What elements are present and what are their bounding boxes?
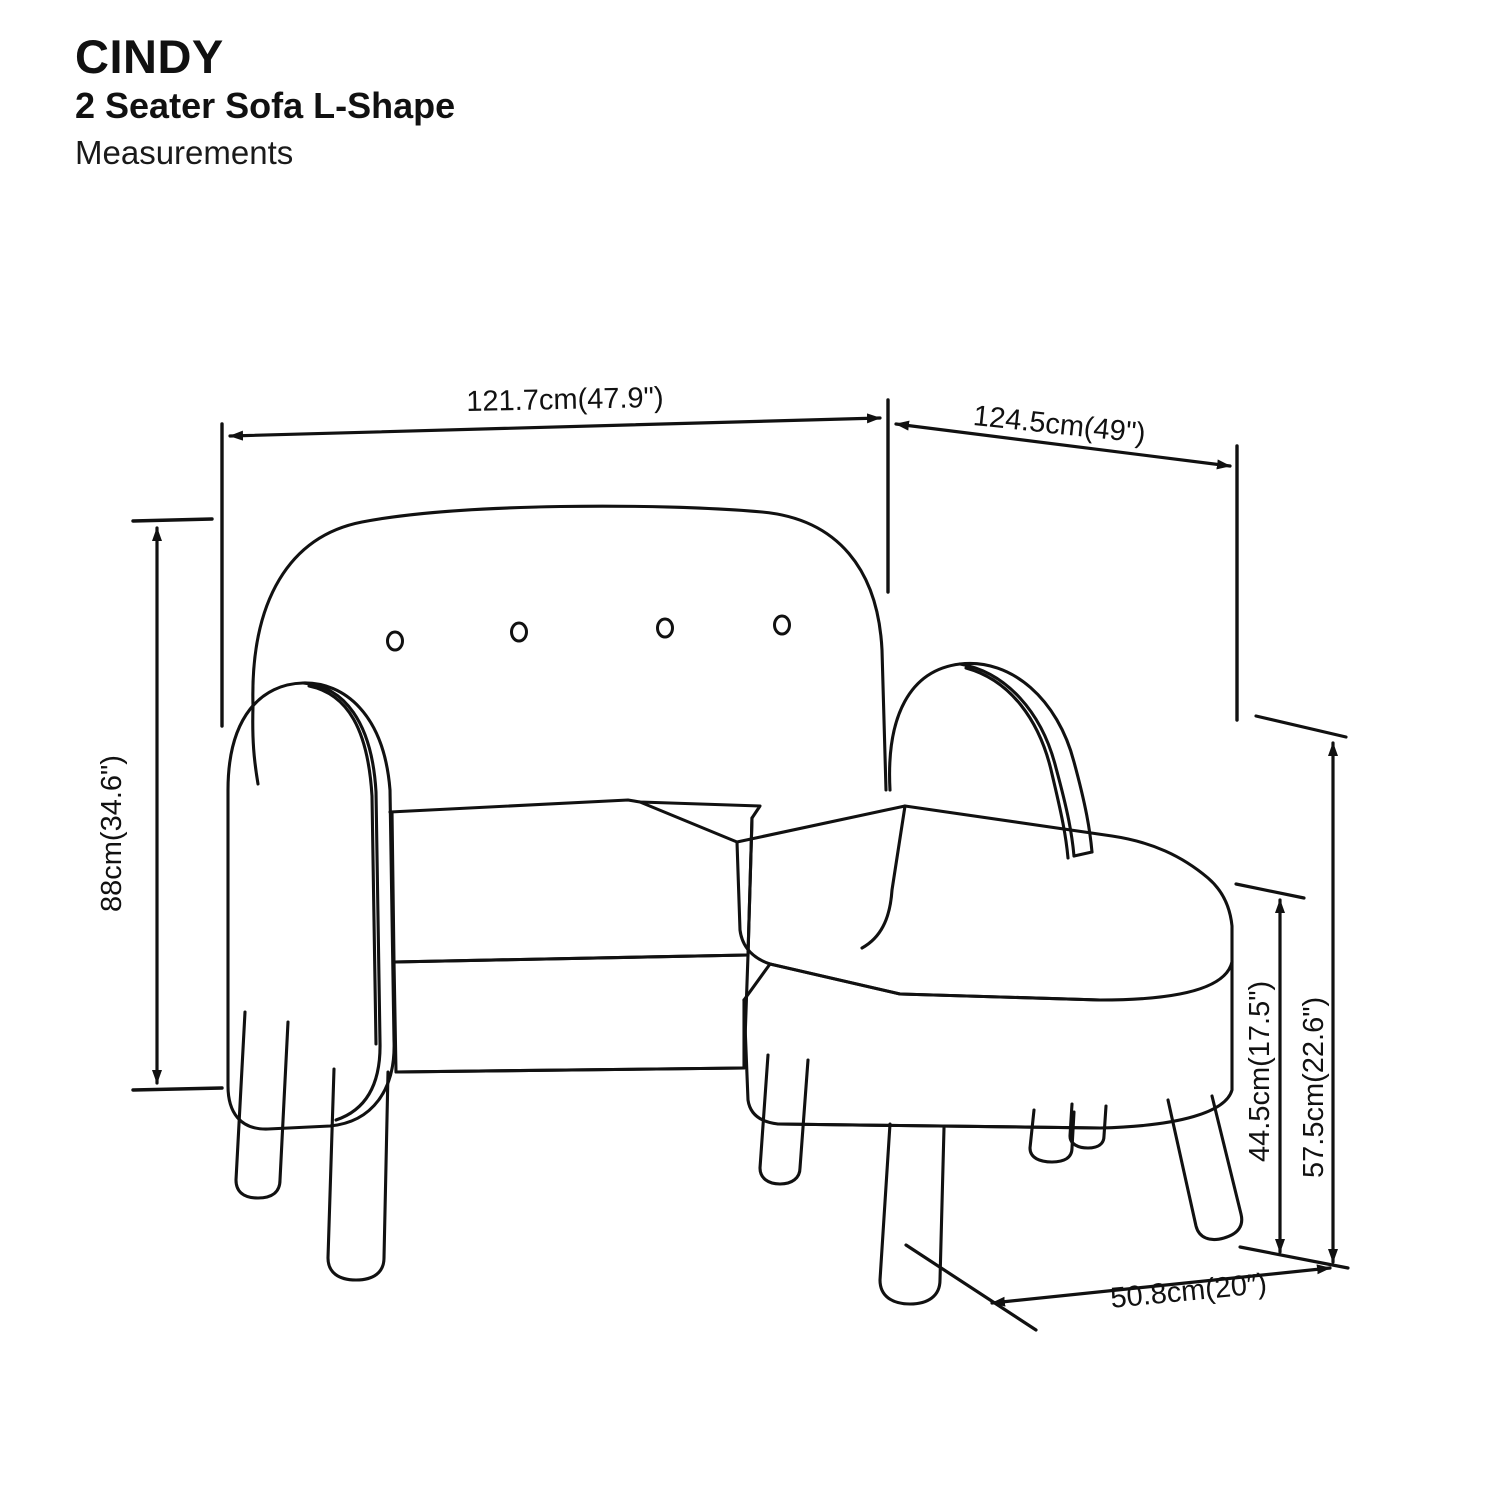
dimension-label-height: 88cm(34.6"): [96, 755, 128, 912]
chaise-cushion-top-left: [735, 840, 1234, 1002]
ext-tick-height-bottom: [131, 1086, 224, 1092]
product-name: 2 Seater Sofa L-Shape: [75, 84, 456, 126]
seat-chaise-seam-2: [746, 816, 754, 957]
chaise-cushion-left-edge: [860, 804, 907, 950]
leg-left-front: [326, 1067, 390, 1282]
seat-cushion-top: [388, 798, 762, 820]
dim-arrow-chaise-width: [990, 1264, 1332, 1307]
leg-chaise-rear-left: [758, 1053, 810, 1186]
chaise-base-bottom-edge: [776, 1122, 1102, 1130]
dimension-label-arm-height: 57.5cm(22.6"): [1298, 996, 1330, 1178]
dimension-label-width: 121.7cm(47.9"): [466, 381, 664, 418]
seat-cushion-front: [390, 810, 754, 964]
left-armrest-inner-edge-2: [307, 684, 378, 1046]
dimension-label-seat-height: 44.5cm(17.5"): [1244, 980, 1276, 1162]
brand-name: CINDY: [75, 30, 224, 83]
leg-chaise-stub-1: [1028, 1108, 1076, 1164]
left-armrest-outer: [226, 681, 396, 1131]
backrest-left-sweep: [251, 704, 260, 786]
chaise-base-seam: [768, 962, 1102, 1002]
chaise-base-front: [742, 960, 1234, 1130]
backrest-button-1: [386, 630, 404, 652]
right-armrest-inner: [958, 662, 1076, 858]
leg-chaise-right: [1166, 1094, 1244, 1242]
section-label: Measurements: [75, 134, 294, 172]
leg-left-rear: [234, 1010, 290, 1200]
backrest-button-3: [656, 617, 674, 639]
seat-chaise-seam: [638, 800, 739, 844]
right-armrest-outer: [888, 661, 1094, 854]
dim-arrow-width: [228, 413, 882, 441]
title-block: CINDY 2 Seater Sofa L-Shape Measurements: [75, 30, 975, 173]
backrest-button-4: [773, 614, 791, 636]
left-armrest-inner-edge: [301, 681, 382, 1122]
ext-tick-height-top: [131, 517, 214, 523]
sofa-base-front: [392, 953, 750, 1074]
dim-arrow-depth: [894, 420, 1232, 470]
chaise-base-top-left: [742, 962, 772, 1002]
leg-chaise-front-left: [878, 1122, 946, 1306]
leg-chaise-stub-2: [1068, 1102, 1108, 1150]
ext-tick-arm-top: [1254, 714, 1348, 739]
right-armrest-inner-2: [964, 666, 1070, 860]
right-armrest-base: [1072, 850, 1094, 858]
ext-line-chaise-left: [904, 1243, 1038, 1332]
sofa-base-bottom: [394, 1066, 746, 1074]
chaise-cushion-top: [735, 804, 1234, 964]
seat-cushion-front-line: [392, 953, 750, 964]
ext-tick-seat-top: [1234, 882, 1306, 900]
backrest-button-2: [510, 621, 528, 643]
backrest-outline: [251, 504, 888, 792]
